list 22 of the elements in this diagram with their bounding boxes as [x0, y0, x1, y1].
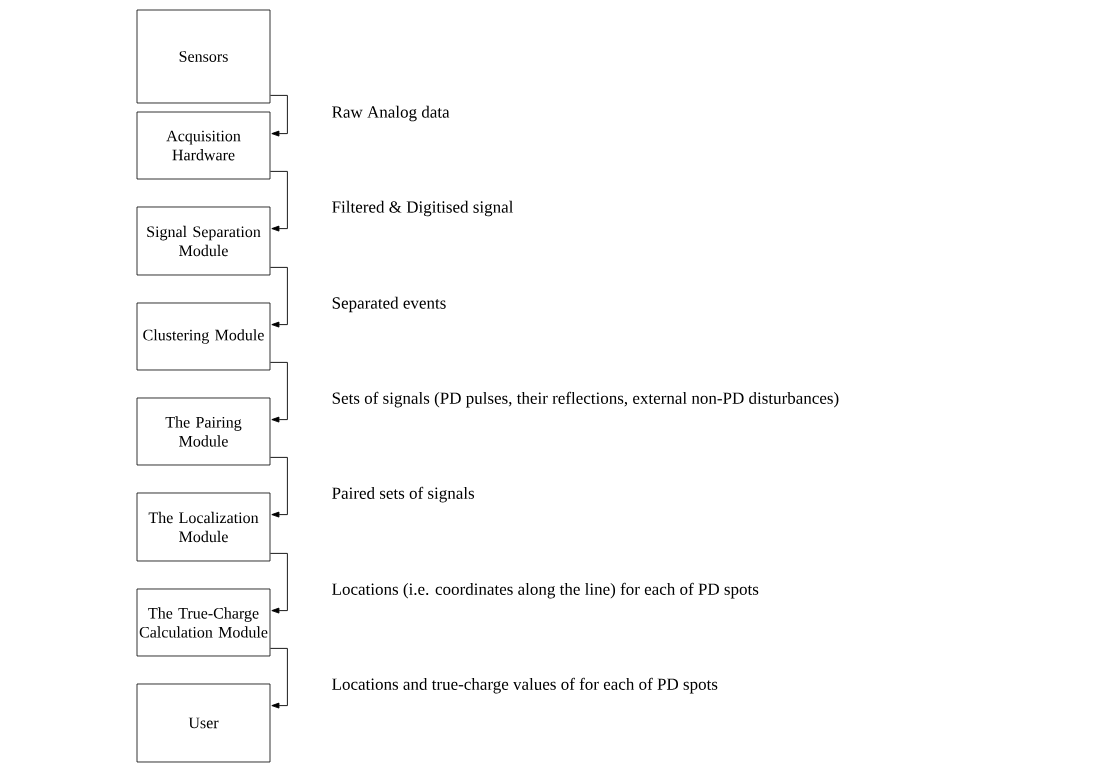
- process-box: The Pairing Module: [136, 397, 271, 466]
- edge-label: Sets of signals (PD pulses, their reflections, external non-PD disturbances): [332, 391, 839, 408]
- arrow: [269, 647, 288, 709]
- arrow: [269, 170, 288, 232]
- process-box: The True-Charge Calculation Module: [136, 588, 271, 657]
- edge-label: Locations and true-charge values of for each of PD spots: [332, 677, 718, 694]
- process-box: The Localization Module: [136, 492, 271, 562]
- arrow: [269, 361, 288, 423]
- arrow: [269, 456, 288, 518]
- edge-label: Raw Analog data: [332, 105, 450, 122]
- arrow: [269, 94, 288, 137]
- edge-label: Paired sets of signals: [332, 486, 475, 503]
- process-box: Clustering Module: [136, 302, 271, 371]
- process-box: User: [136, 683, 271, 763]
- edge-label: Separated events: [332, 296, 446, 313]
- process-box: Sensors: [136, 9, 271, 104]
- edge-label: Filtered & Digitised signal: [332, 200, 514, 217]
- process-box: Acquisition Hardware: [136, 111, 271, 180]
- process-box: Signal Separation Module: [136, 206, 271, 276]
- arrow: [269, 552, 288, 614]
- arrow: [269, 266, 288, 328]
- edge-label: Locations (i.e. coordinates along the line) for each of PD spots: [332, 582, 759, 599]
